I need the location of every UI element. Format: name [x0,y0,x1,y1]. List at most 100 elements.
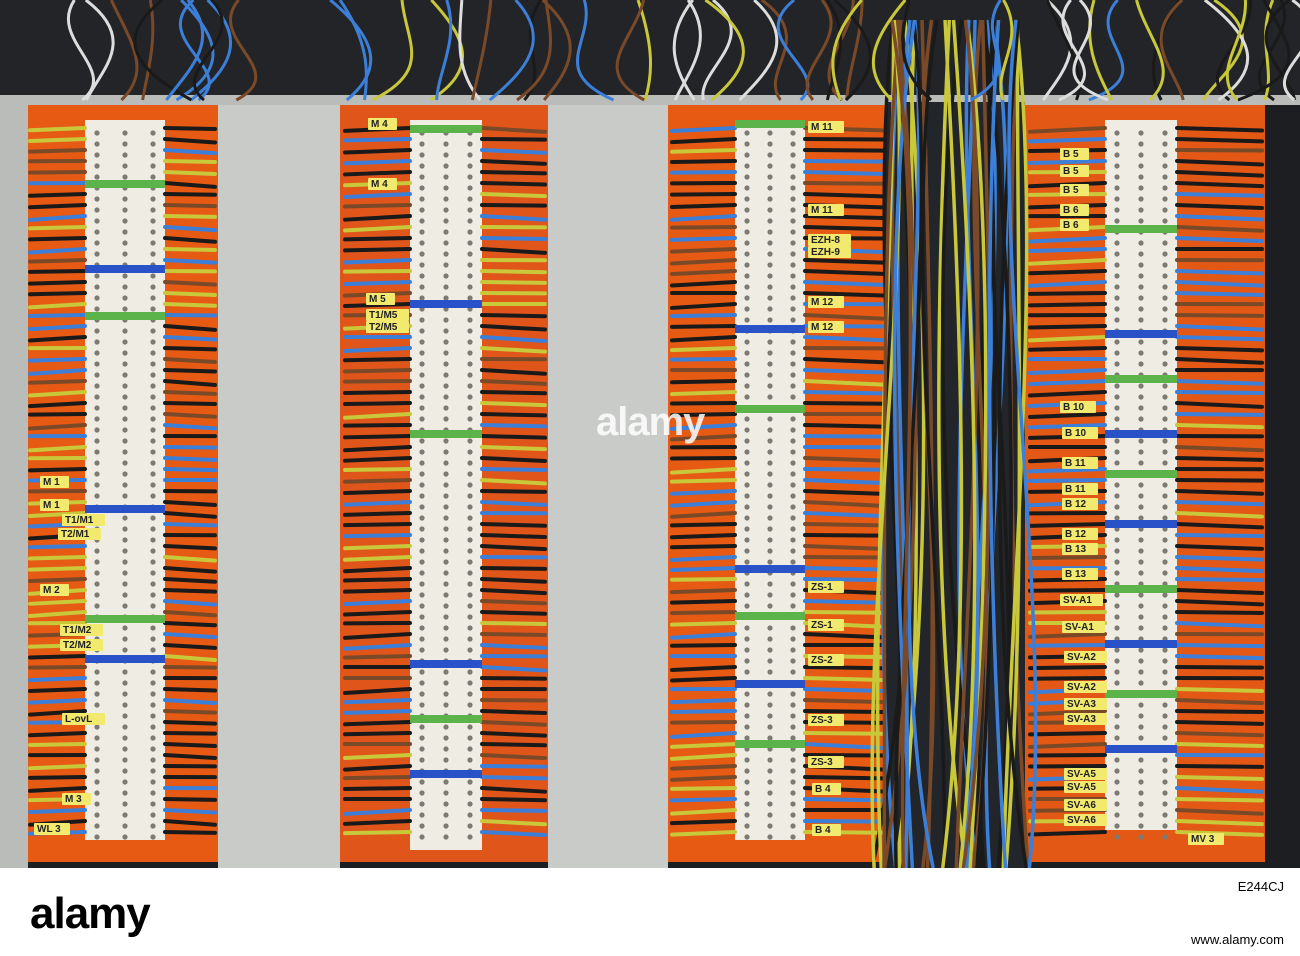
terminal-screw [767,416,773,422]
terminal-screw [790,273,796,279]
terminal-screw [790,372,796,378]
terminal-screw [443,438,449,444]
terminal-screw [419,405,425,411]
wire [163,335,217,342]
loose-wire [975,19,997,868]
svg-text:M 11: M 11 [811,205,833,216]
terminal-screw [790,130,796,136]
separator-band [410,300,482,308]
terminal-screw [419,361,425,367]
terminal-screw [419,625,425,631]
terminal-screw [94,273,100,279]
wire [480,522,547,528]
terminal-screw [419,504,425,510]
terminal-screw [443,284,449,290]
terminal-screw [443,405,449,411]
terminal-screw [150,295,156,301]
terminal-screw [419,240,425,246]
terminal-screw [1162,603,1168,609]
wire [1175,236,1264,244]
wire [1175,390,1264,396]
terminal-screw [1138,735,1144,741]
wire [803,225,885,232]
terminal-screw [419,493,425,499]
terminal-screw [744,526,750,532]
terminal-screw [122,570,128,576]
terminal-screw [122,515,128,521]
terminal-screw [150,361,156,367]
terminal-screw [419,317,425,323]
terminal-screw [150,427,156,433]
terminal-screw [790,185,796,191]
terminal-screw [467,592,473,598]
terminal-screw [467,438,473,444]
terminal-screw [94,196,100,202]
wire [163,555,217,563]
wire [343,511,412,517]
terminal-screw [790,515,796,521]
terminal-screw [419,691,425,697]
terminal-screw [790,713,796,719]
wire [670,346,737,353]
wire [28,148,87,154]
terminal-screw [790,823,796,829]
terminal-screw [1162,262,1168,268]
terminal-screw [1138,768,1144,774]
wire [803,192,885,199]
terminal-screw [150,284,156,290]
wire [343,599,412,607]
wire [480,786,547,794]
wire [28,258,87,264]
terminal-screw [150,526,156,532]
terminal-screw [122,207,128,213]
terminal-screw [467,416,473,422]
terminal-screw [790,306,796,312]
wire-label: SV-A1 [1062,621,1105,633]
terminal-screw [443,394,449,400]
wire [1028,665,1107,671]
svg-text:B 12: B 12 [1065,529,1087,540]
terminal-screw [1162,152,1168,158]
terminal-screw [419,394,425,400]
top-wire [701,0,733,101]
terminal-screw [150,251,156,257]
alamy-logo: alamy [30,889,151,938]
terminal-screw [744,449,750,455]
loose-wire [981,19,1013,868]
wire [1175,786,1264,794]
wire [343,489,412,495]
terminal-screw [1114,130,1120,136]
terminal-screw [1114,559,1120,565]
wire [803,401,885,406]
svg-text:M 5: M 5 [369,294,386,305]
terminal-screw [1114,482,1120,488]
terminal-screw [419,515,425,521]
terminal-screw [122,669,128,675]
wire [1028,764,1107,769]
wire [803,665,885,671]
top-wire [165,0,205,101]
terminal-screw [744,471,750,477]
terminal-screw [767,548,773,554]
terminal-screw [744,834,750,840]
wire [670,797,737,803]
wire [163,203,217,209]
terminal-screw [443,482,449,488]
wire [163,511,217,519]
wire [1175,819,1264,827]
terminal-screw [122,339,128,345]
terminal-screw [767,658,773,664]
wire [803,676,885,682]
wire [1175,126,1264,133]
wire [1028,379,1107,387]
wire [480,192,547,199]
terminal-screw [94,757,100,763]
wire-label: M 11 [808,121,844,133]
wire [28,654,87,660]
wire [343,687,412,695]
terminal-screw [1162,625,1168,631]
terminal-screw [150,394,156,400]
wire [163,159,217,164]
terminal-screw [1138,779,1144,785]
separator-band [1105,225,1177,233]
